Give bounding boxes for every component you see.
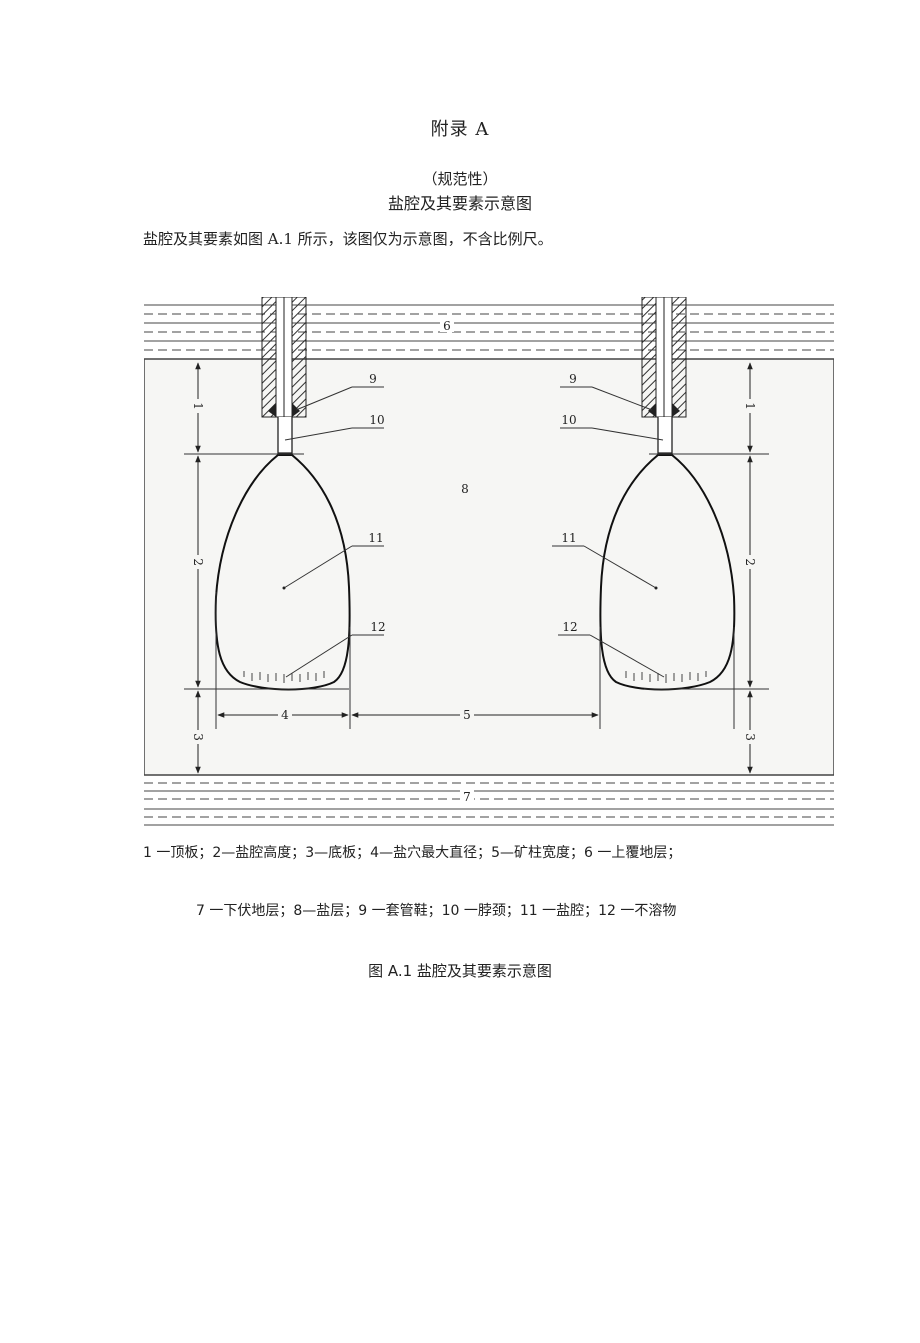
label-5: 5 [463, 708, 471, 722]
left-insolubles [243, 671, 325, 683]
label-9-left: 9 [369, 372, 377, 386]
overburden-layer [144, 297, 834, 360]
label-11-right: 11 [561, 531, 576, 545]
intro-paragraph: 盐腔及其要素如图 A.1 所示，该图仅为示意图，不含比例尺。 [143, 230, 553, 248]
underlying-layer [144, 774, 834, 835]
label-3-right: 3 [743, 733, 757, 741]
label-3-left: 3 [191, 733, 205, 741]
label-12-left: 12 [370, 620, 385, 634]
right-insolubles [625, 671, 707, 683]
label-2-right: 2 [743, 558, 757, 566]
label-10-left: 10 [369, 413, 384, 427]
figure-legend-line-2: 7 一下伏地层；8—盐层；9 一套管鞋；10 一脖颈；11 一盐腔；12 一不溶… [196, 903, 677, 919]
label-1-right: 1 [743, 402, 757, 410]
label-2-left: 2 [191, 558, 205, 566]
leader-lines [283, 386, 665, 678]
label-12-right: 12 [562, 620, 577, 634]
label-8: 8 [461, 482, 469, 496]
right-cavern-center-dot [654, 586, 658, 590]
label-7: 7 [463, 790, 471, 804]
figure-legend-line-1: 1 一顶板；2—盐腔高度；3—底板；4—盐穴最大直径；5—矿柱宽度；6 一上覆地… [143, 845, 682, 861]
appendix-title: 附录 A [430, 119, 490, 140]
left-cavern-center-dot [282, 586, 286, 590]
figure-caption: 图 A.1 盐腔及其要素示意图 [368, 962, 552, 980]
label-9-right: 9 [569, 372, 577, 386]
normative-subtitle: （规范性） [422, 170, 498, 188]
right-well [641, 297, 687, 454]
section-title: 盐腔及其要素示意图 [387, 194, 532, 213]
label-11-left: 11 [368, 531, 383, 545]
label-6: 6 [443, 319, 451, 333]
label-10-right: 10 [561, 413, 576, 427]
label-1-left: 1 [191, 402, 205, 410]
label-4: 4 [281, 708, 289, 722]
left-well [261, 297, 307, 454]
reference-lines [184, 453, 769, 729]
salt-cavern-diagram: 6 7 8 9 10 11 12 9 10 11 12 4 5 1 2 3 1 … [144, 297, 834, 835]
